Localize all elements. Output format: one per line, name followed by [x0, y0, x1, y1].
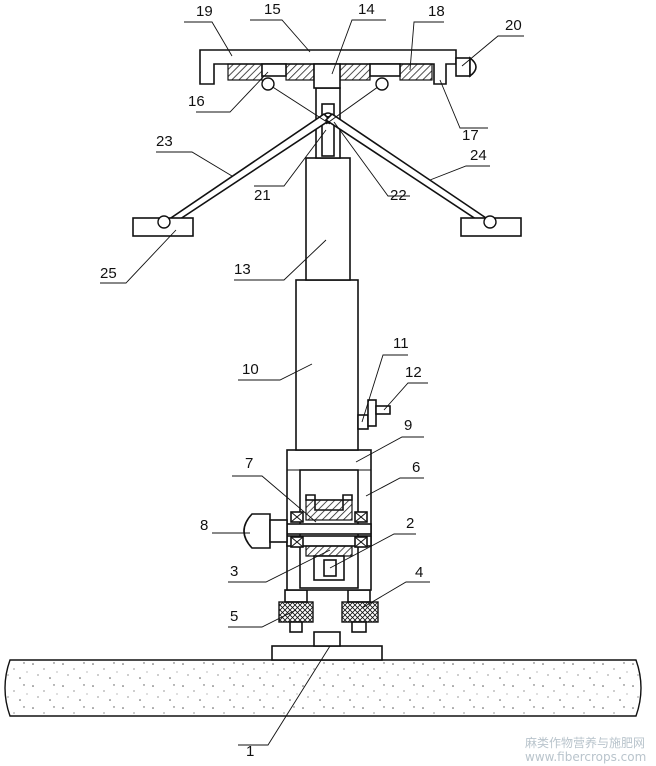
callout-1: 1: [246, 743, 254, 760]
callout-13: 13: [234, 261, 251, 278]
base-plate: [271, 631, 383, 661]
watermark-line2: www.fibercrops.com: [525, 750, 646, 764]
callout-9: 9: [404, 417, 412, 434]
top-plate: [199, 49, 477, 91]
callout-18: 18: [428, 3, 445, 20]
right-arm: [324, 83, 494, 229]
callout-3: 3: [230, 563, 238, 580]
leader-lines: [100, 19, 524, 746]
callout-2: 2: [406, 515, 414, 532]
callout-11: 11: [393, 335, 409, 352]
callout-4: 4: [415, 564, 423, 581]
callout-19: 19: [196, 3, 213, 20]
watermark-line1: 麻类作物营养与施肥网: [525, 735, 645, 750]
callout-17: 17: [462, 127, 479, 144]
callout-15: 15: [264, 1, 281, 18]
upper-tube: [305, 157, 351, 281]
ground: [4, 659, 642, 717]
callout-23: 23: [156, 133, 173, 150]
callout-labels: 1 2 3 4 5 6 7 8 9 10 11 12 13 14 15 16 1…: [100, 1, 522, 760]
callout-20: 20: [505, 17, 522, 34]
lower-tube: [295, 279, 359, 451]
right-wheel: [341, 589, 379, 633]
callout-5: 5: [230, 608, 238, 625]
right-foot: [460, 215, 522, 237]
callout-7: 7: [245, 455, 253, 472]
callout-25: 25: [100, 265, 117, 282]
callout-16: 16: [188, 93, 205, 110]
callout-8: 8: [200, 517, 208, 534]
callout-6: 6: [412, 459, 420, 476]
callout-10: 10: [242, 361, 259, 378]
left-wheel: [278, 589, 314, 633]
watermark: 麻类作物营养与施肥网 www.fibercrops.com: [525, 735, 646, 764]
callout-14: 14: [358, 1, 375, 18]
callout-24: 24: [470, 147, 487, 164]
lock-knob: [357, 399, 391, 430]
callout-12: 12: [405, 364, 422, 381]
motor: [243, 513, 288, 549]
callout-21: 21: [254, 187, 271, 204]
callout-22: 22: [390, 187, 407, 204]
left-foot: [132, 215, 194, 237]
